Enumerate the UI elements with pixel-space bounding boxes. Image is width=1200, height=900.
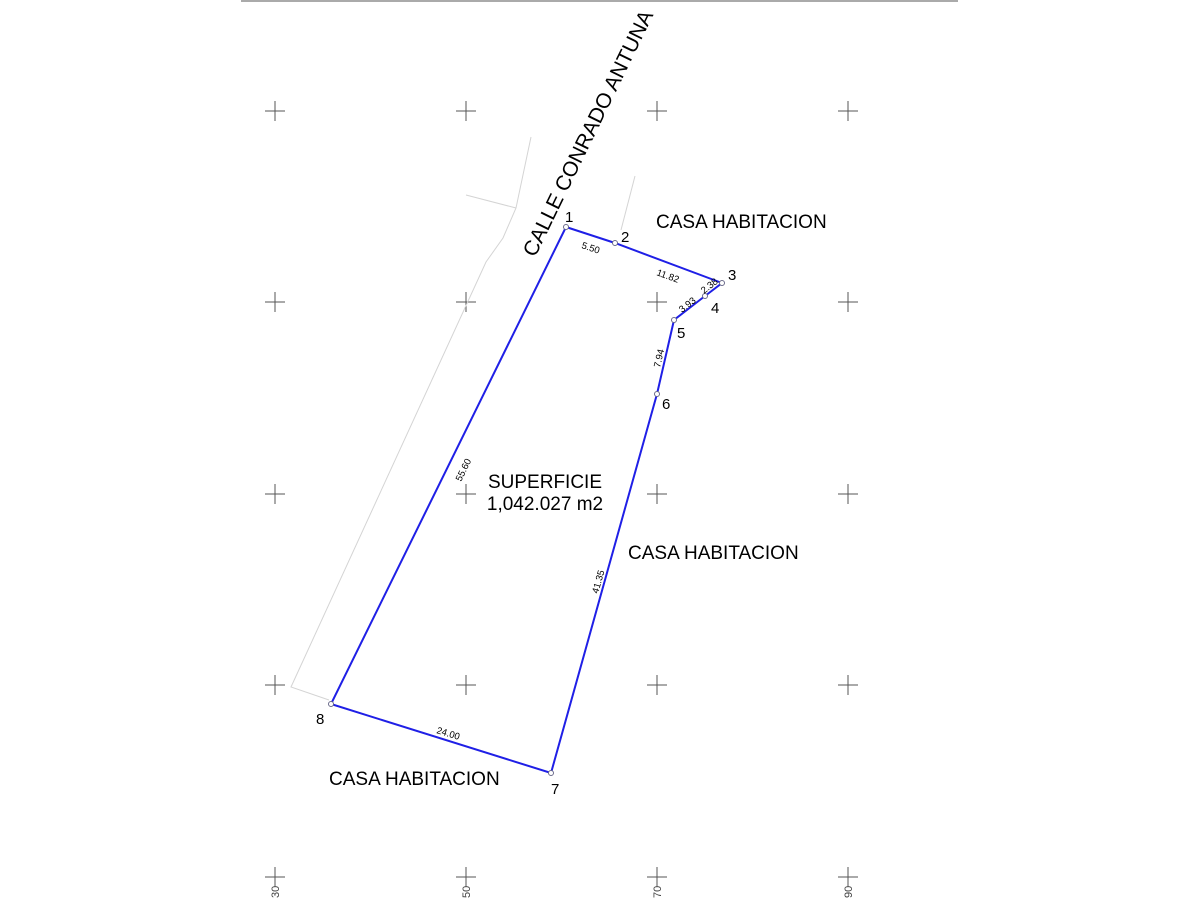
grid-axis-label-30: 30 bbox=[270, 886, 282, 898]
area-value: 1,042.027 m2 bbox=[487, 494, 603, 515]
vertex-label-7: 7 bbox=[551, 781, 559, 798]
vertex-markers bbox=[328, 224, 725, 776]
vertex-label-6: 6 bbox=[662, 396, 670, 413]
vertex-label-4: 4 bbox=[711, 300, 719, 317]
segment-length-2-3: 11.82 bbox=[655, 267, 680, 285]
vertex-label-3: 3 bbox=[728, 267, 736, 284]
grid-crosses bbox=[265, 101, 858, 887]
neighbor-label-right: CASA HABITACION bbox=[628, 543, 799, 564]
segment-length-8-1: 55.60 bbox=[454, 457, 474, 483]
reference-lines bbox=[290, 136, 636, 701]
neighbor-label-bottom: CASA HABITACION bbox=[329, 769, 500, 790]
area-label: SUPERFICIE bbox=[488, 472, 602, 493]
segment-length-5-6: 7.94 bbox=[652, 348, 667, 369]
vertex-label-5: 5 bbox=[677, 325, 685, 342]
grid-axis-label-50: 50 bbox=[461, 886, 473, 898]
vertex-label-1: 1 bbox=[565, 209, 573, 226]
segment-length-1-2: 5.50 bbox=[580, 240, 601, 256]
neighbor-label-top: CASA HABITACION bbox=[656, 212, 827, 233]
vertex-label-2: 2 bbox=[621, 229, 629, 246]
segment-length-4-5: 3.93 bbox=[677, 295, 698, 315]
grid-axis-label-90: 90 bbox=[843, 886, 855, 898]
vertex-label-8: 8 bbox=[316, 711, 324, 728]
grid-axis-label-70: 70 bbox=[652, 886, 664, 898]
street-name: CALLE CONRADO ANTUNA bbox=[519, 7, 658, 260]
